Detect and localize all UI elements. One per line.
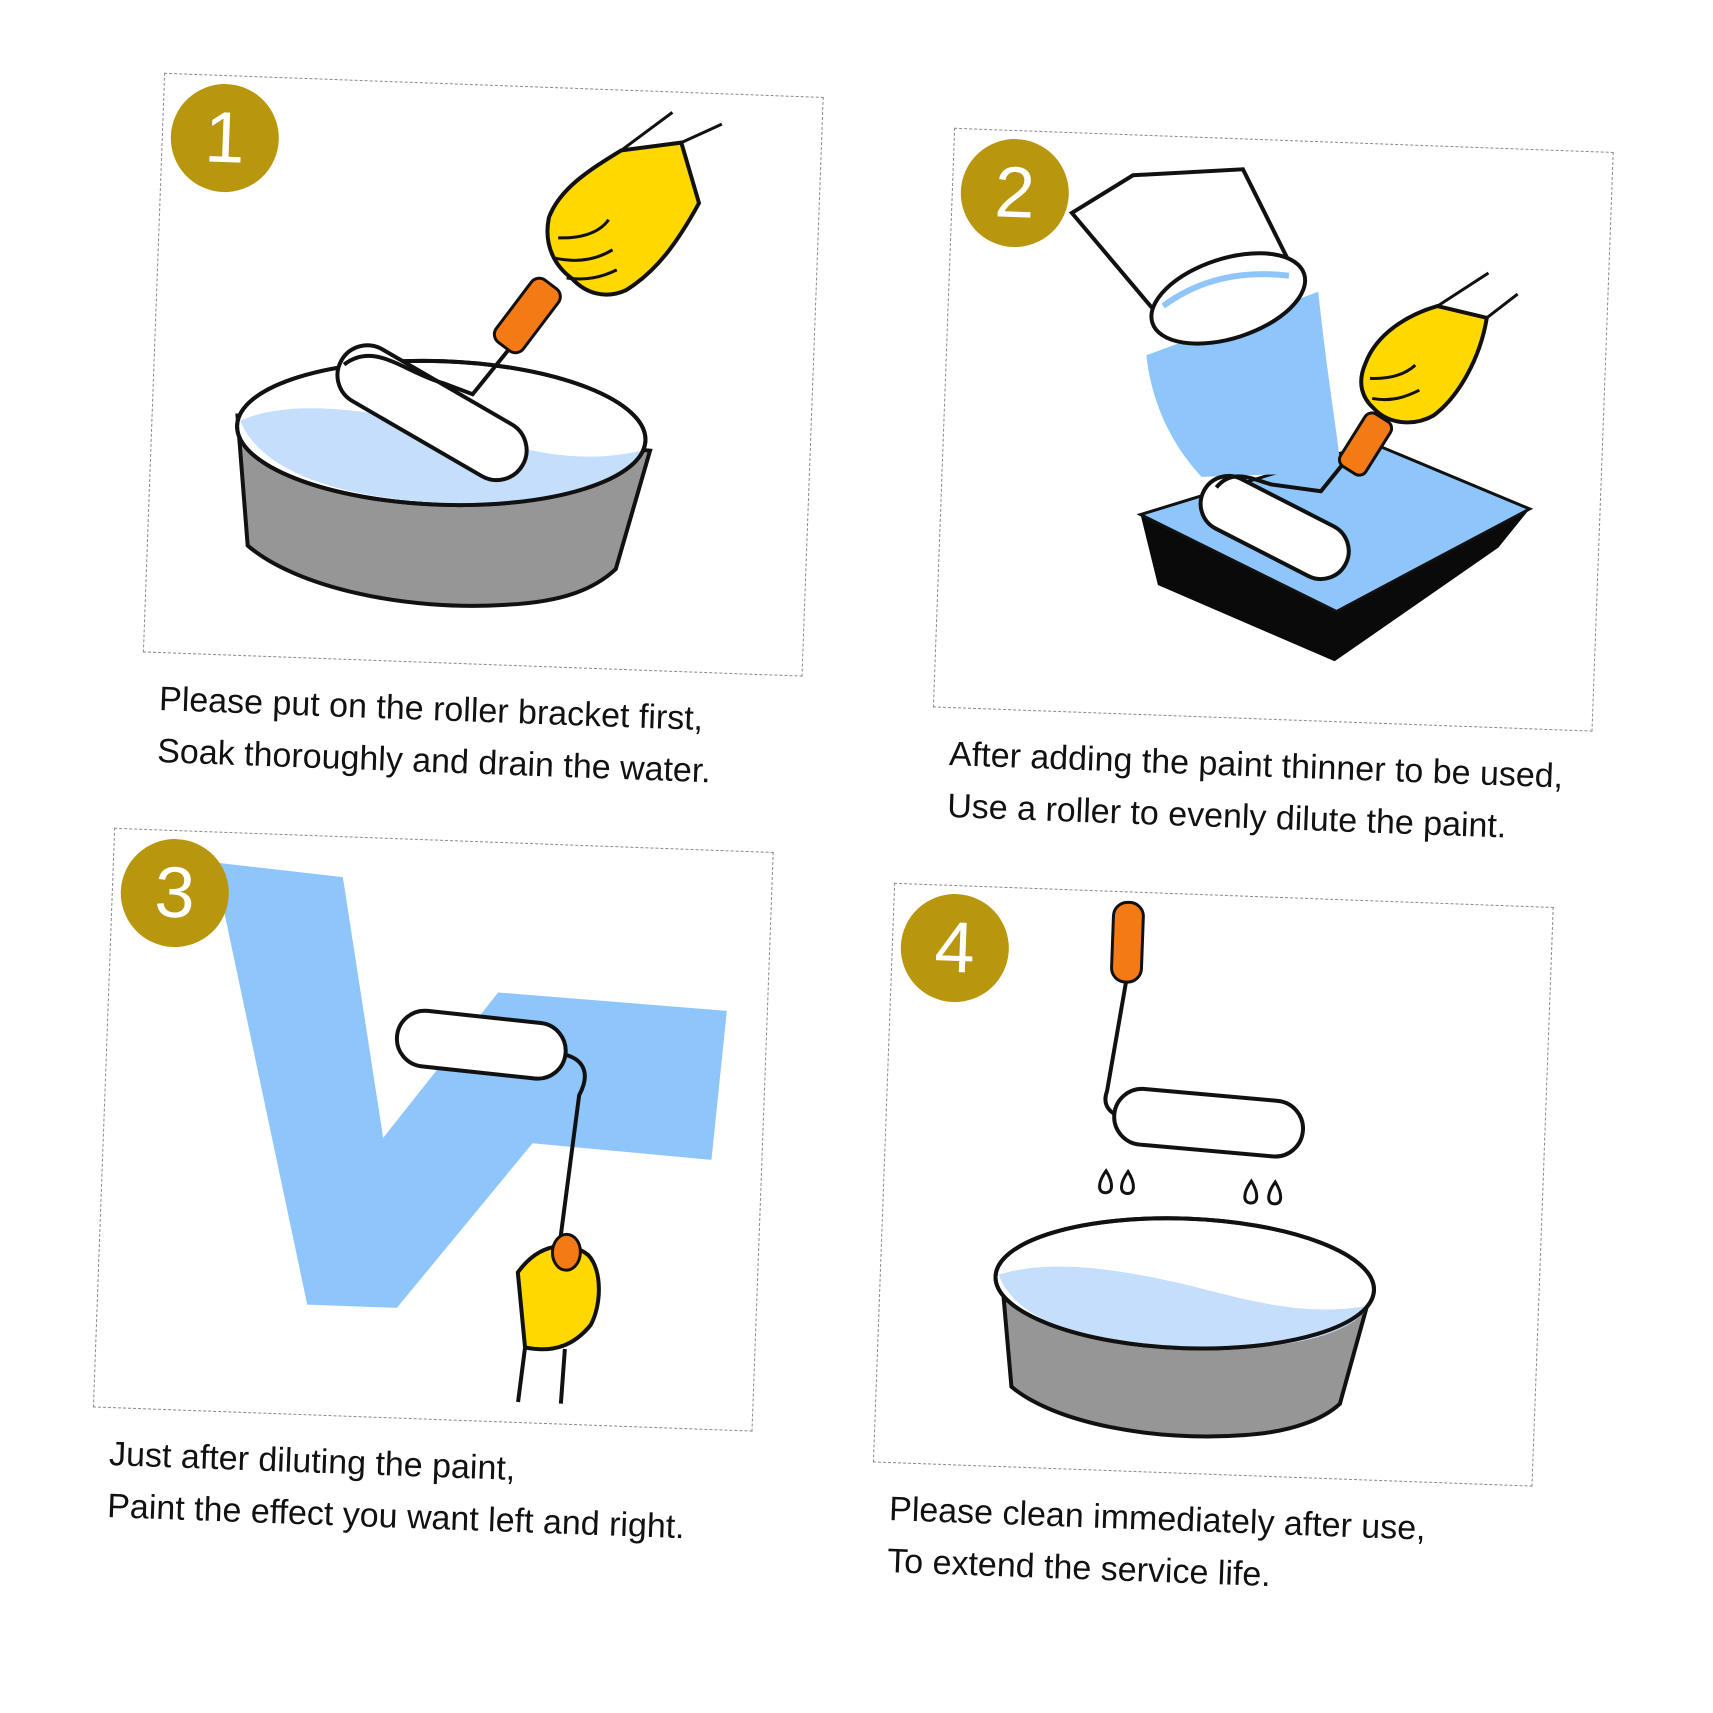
- step-1-illustration: [235, 111, 723, 608]
- step-1-illustration-panel: 1: [142, 72, 824, 677]
- bucket-icon: [993, 1216, 1376, 1439]
- step-2: 2 After adding the paint thinner to be u…: [926, 127, 1633, 912]
- glove-hand-icon: [1359, 271, 1519, 425]
- step-4: 4 Please clean immediately after use, To…: [866, 882, 1573, 1667]
- step-2-illustration: [1068, 167, 1534, 662]
- step-2-caption: After adding the paint thinner to be use…: [946, 728, 1629, 857]
- paint-roller-icon: [335, 276, 562, 483]
- step-3-caption: Just after diluting the paint, Paint the…: [106, 1428, 789, 1557]
- paint-bucket-icon: [1068, 167, 1342, 477]
- step-3-illustration-panel: 3: [92, 827, 774, 1432]
- bucket-icon: [235, 358, 653, 608]
- step-4-illustration-panel: 4: [872, 882, 1554, 1487]
- step-3: 3 Just after diluting the paint, Paint t…: [86, 827, 793, 1612]
- step-1: 1 Please put on the roller bracket first…: [136, 72, 843, 857]
- paint-roller-icon: [1103, 900, 1305, 1159]
- paint-roller-icon: [1198, 411, 1394, 581]
- paint-stroke-icon: [213, 862, 727, 1308]
- glove-hand-icon: [545, 111, 723, 297]
- step-4-illustration: [993, 900, 1376, 1439]
- glove-hand-icon: [515, 1232, 601, 1404]
- paint-roller-icon: [394, 1008, 587, 1255]
- step-1-caption: Please put on the roller bracket first, …: [156, 673, 839, 802]
- step-2-illustration-panel: 2: [932, 127, 1614, 732]
- step-4-caption: Please clean immediately after use, To e…: [886, 1483, 1569, 1612]
- step-3-illustration: [213, 862, 727, 1404]
